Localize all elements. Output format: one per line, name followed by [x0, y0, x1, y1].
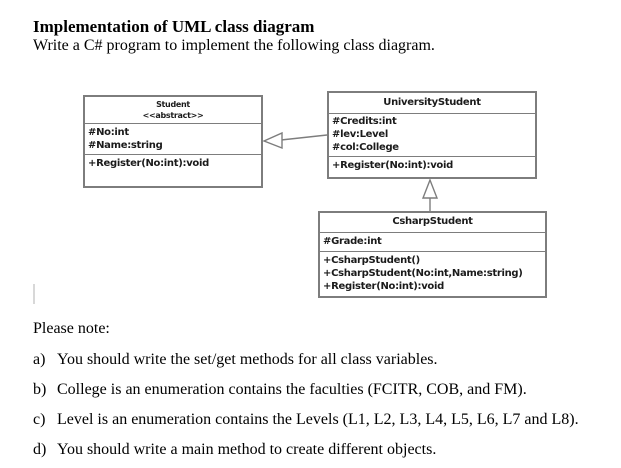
- attribute: #lev:Level: [332, 129, 388, 140]
- note-item-a: a) You should write the set/get methods …: [33, 351, 438, 369]
- method: +Register(No:int):void: [88, 158, 209, 169]
- note-heading: Please note:: [33, 320, 110, 337]
- class-methods-universitystudent: +Register(No:int):void: [329, 157, 535, 172]
- note-label: a): [33, 351, 46, 368]
- class-box-csharpstudent: CsharpStudent #Grade:int +CsharpStudent(…: [318, 211, 547, 298]
- attribute: #Name:string: [88, 140, 163, 151]
- text-cursor: [33, 284, 35, 304]
- note-item-b: b) College is an enumeration contains th…: [33, 381, 527, 399]
- note-text: College is an enumeration contains the f…: [57, 381, 527, 398]
- attribute: #col:College: [332, 142, 399, 153]
- note-text: You should write the set/get methods for…: [57, 351, 438, 368]
- method: +CsharpStudent(): [323, 255, 420, 266]
- class-header-universitystudent: UniversityStudent: [329, 93, 535, 114]
- inheritance-arrow-universitystudent-to-student: [262, 131, 328, 150]
- note-item-d: d) You should write a main method to cre…: [33, 441, 436, 459]
- intro-text: Write a C# program to implement the foll…: [33, 37, 435, 54]
- note-text: You should write a main method to create…: [57, 441, 437, 458]
- class-stereotype: <<abstract>>: [142, 111, 204, 120]
- class-name: UniversityStudent: [383, 97, 481, 108]
- method: +Register(No:int):void: [323, 281, 444, 292]
- inheritance-arrow-csharpstudent-to-universitystudent: [421, 178, 439, 211]
- method: +CsharpStudent(No:int,Name:string): [323, 268, 523, 279]
- class-methods-csharpstudent: +CsharpStudent() +CsharpStudent(No:int,N…: [320, 252, 545, 293]
- class-header-student: Student <<abstract>>: [85, 97, 261, 124]
- note-label: c): [33, 411, 46, 428]
- class-attributes-student: #No:int #Name:string: [85, 124, 261, 155]
- attribute: #Credits:int: [332, 116, 397, 127]
- class-attributes-csharpstudent: #Grade:int: [320, 233, 545, 252]
- class-name: CsharpStudent: [392, 216, 473, 227]
- class-methods-student: +Register(No:int):void: [85, 155, 261, 170]
- note-text: Level is an enumeration contains the Lev…: [57, 411, 579, 428]
- class-header-csharpstudent: CsharpStudent: [320, 213, 545, 233]
- note-label: d): [33, 441, 47, 458]
- class-attributes-universitystudent: #Credits:int #lev:Level #col:College: [329, 114, 535, 157]
- class-name: Student: [156, 100, 190, 109]
- method: +Register(No:int):void: [332, 160, 453, 171]
- class-box-student: Student <<abstract>> #No:int #Name:strin…: [83, 95, 263, 188]
- attribute: #No:int: [88, 127, 129, 138]
- attribute: #Grade:int: [323, 236, 382, 247]
- class-box-universitystudent: UniversityStudent #Credits:int #lev:Leve…: [327, 91, 537, 179]
- note-label: b): [33, 381, 47, 398]
- page-title: Implementation of UML class diagram: [33, 17, 315, 36]
- note-item-c: c) Level is an enumeration contains the …: [33, 411, 579, 429]
